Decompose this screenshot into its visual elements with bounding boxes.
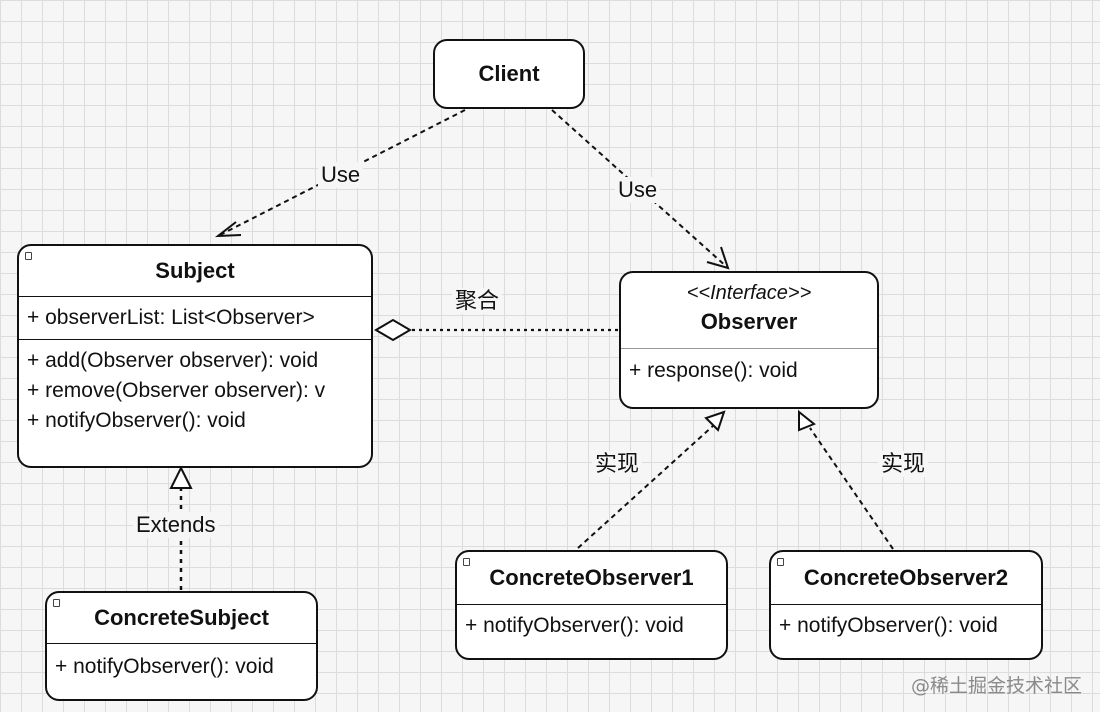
client-class[interactable]: Client [433, 39, 585, 109]
arrow-head-client-observer [706, 246, 730, 270]
concrete-subject-class[interactable]: ConcreteSubject + notifyObserver(): void [45, 591, 318, 701]
subject-operation-notify: + notifyObserver(): void [27, 409, 246, 432]
subject-class[interactable]: Subject + observerList: List<Observer> +… [17, 244, 373, 468]
class-icon [777, 558, 784, 566]
divider [19, 339, 371, 340]
observer-interface[interactable]: <<Interface>> Observer + response(): voi… [619, 271, 879, 409]
observer-stereotype: <<Interface>> [686, 282, 812, 304]
realize-2-triangle-icon [798, 409, 816, 432]
concrete-observer-1-operation-notify: + notifyObserver(): void [465, 614, 684, 637]
class-icon [25, 252, 32, 260]
label-realize-1: 实现 [592, 451, 643, 477]
subject-operation-add: + add(Observer observer): void [27, 349, 319, 372]
arrow-head-client-subject [214, 221, 242, 238]
concrete-observer-1-class[interactable]: ConcreteObserver1 + notifyObserver(): vo… [455, 550, 728, 660]
divider [621, 348, 877, 349]
divider [457, 604, 726, 605]
edge-realize-2 [809, 427, 894, 550]
subject-attribute-observer-list: + observerList: List<Observer> [27, 306, 315, 329]
observer-interface-title: Observer [700, 309, 798, 334]
concrete-subject-class-title: ConcreteSubject [94, 605, 269, 630]
observer-operation-response: + response(): void [629, 359, 798, 382]
divider [47, 643, 316, 644]
client-class-title: Client [478, 61, 540, 86]
concrete-observer-2-class[interactable]: ConcreteObserver2 + notifyObserver(): vo… [769, 550, 1043, 660]
concrete-subject-operation-notify: + notifyObserver(): void [55, 655, 274, 678]
subject-class-title: Subject [155, 258, 235, 283]
divider [19, 296, 371, 297]
label-aggregation: 聚合 [452, 288, 503, 314]
label-client-observer: Use [615, 177, 661, 203]
label-realize-2: 实现 [878, 451, 929, 477]
subject-operation-remove: + remove(Observer observer): v [27, 379, 326, 402]
concrete-observer-2-class-title: ConcreteObserver2 [803, 565, 1009, 590]
label-client-subject: Use [318, 162, 364, 188]
class-icon [463, 558, 470, 566]
class-icon [53, 599, 60, 607]
concrete-observer-2-operation-notify: + notifyObserver(): void [779, 614, 998, 637]
aggregation-diamond-icon [374, 318, 412, 342]
divider [771, 604, 1041, 605]
concrete-observer-1-class-title: ConcreteObserver1 [489, 565, 694, 590]
edge-realize-1 [577, 424, 715, 549]
extends-triangle-icon [169, 465, 193, 489]
realize-1-triangle-icon [704, 410, 726, 432]
label-extends: Extends [133, 512, 219, 538]
watermark: @稀土掘金技术社区 [910, 675, 1082, 697]
